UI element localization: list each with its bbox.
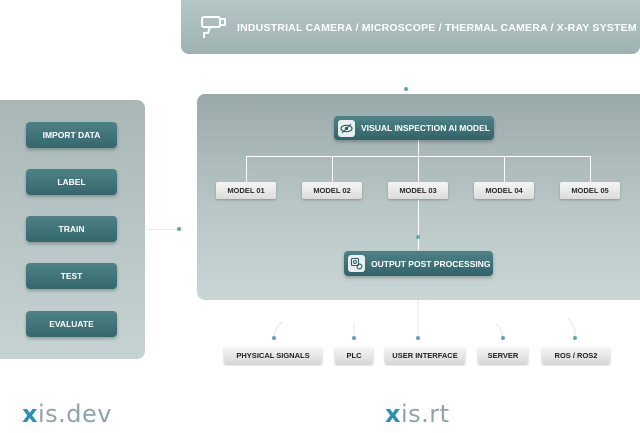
label-button[interactable]: LABEL [26,169,117,195]
camera-icon [201,16,226,38]
post-processing-node: OUTPUT POST PROCESSING [344,251,493,276]
tree-line [418,156,419,182]
ros-output: ROS / ROS2 [542,347,610,364]
connector-dot [177,227,181,231]
plc-output: PLC [335,347,373,364]
tree-line [590,156,591,182]
training-panel: IMPORT DATA LABEL TRAIN TEST EVALUATE [0,100,145,359]
tree-line [332,156,333,182]
ai-model-node: VISUAL INSPECTION AI MODEL [334,116,494,140]
model-01-node: MODEL 01 [216,182,276,199]
camera-banner: INDUSTRIAL CAMERA / MICROSCOPE / THERMAL… [181,0,640,54]
tree-line [418,200,419,250]
train-button[interactable]: TRAIN [26,216,117,242]
eye-icon [338,119,355,137]
tree-line [504,156,505,182]
model-03-node: MODEL 03 [388,182,448,199]
xis-rt-logo: xis.rt [385,400,450,428]
evaluate-button[interactable]: EVALUATE [26,311,117,337]
import-data-button[interactable]: IMPORT DATA [26,122,117,148]
model-04-node: MODEL 04 [474,182,534,199]
connector-dot [404,87,408,91]
model-05-node: MODEL 05 [560,182,620,199]
panel-connector [147,229,177,230]
test-button[interactable]: TEST [26,263,117,289]
connector-dot [416,235,420,239]
physical-signals-output: PHYSICAL SIGNALS [224,347,322,364]
server-output: SERVER [478,347,528,364]
user-interface-output: USER INTERFACE [385,347,465,364]
xis-dev-logo: xis.dev [22,400,112,428]
tree-line [246,156,247,182]
ai-model-label: VISUAL INSPECTION AI MODEL [361,123,490,133]
post-processing-label: OUTPUT POST PROCESSING [371,258,491,269]
camera-banner-title: INDUSTRIAL CAMERA / MICROSCOPE / THERMAL… [237,22,637,34]
model-02-node: MODEL 02 [302,182,362,199]
gears-icon [348,255,365,272]
tree-line [418,140,419,157]
